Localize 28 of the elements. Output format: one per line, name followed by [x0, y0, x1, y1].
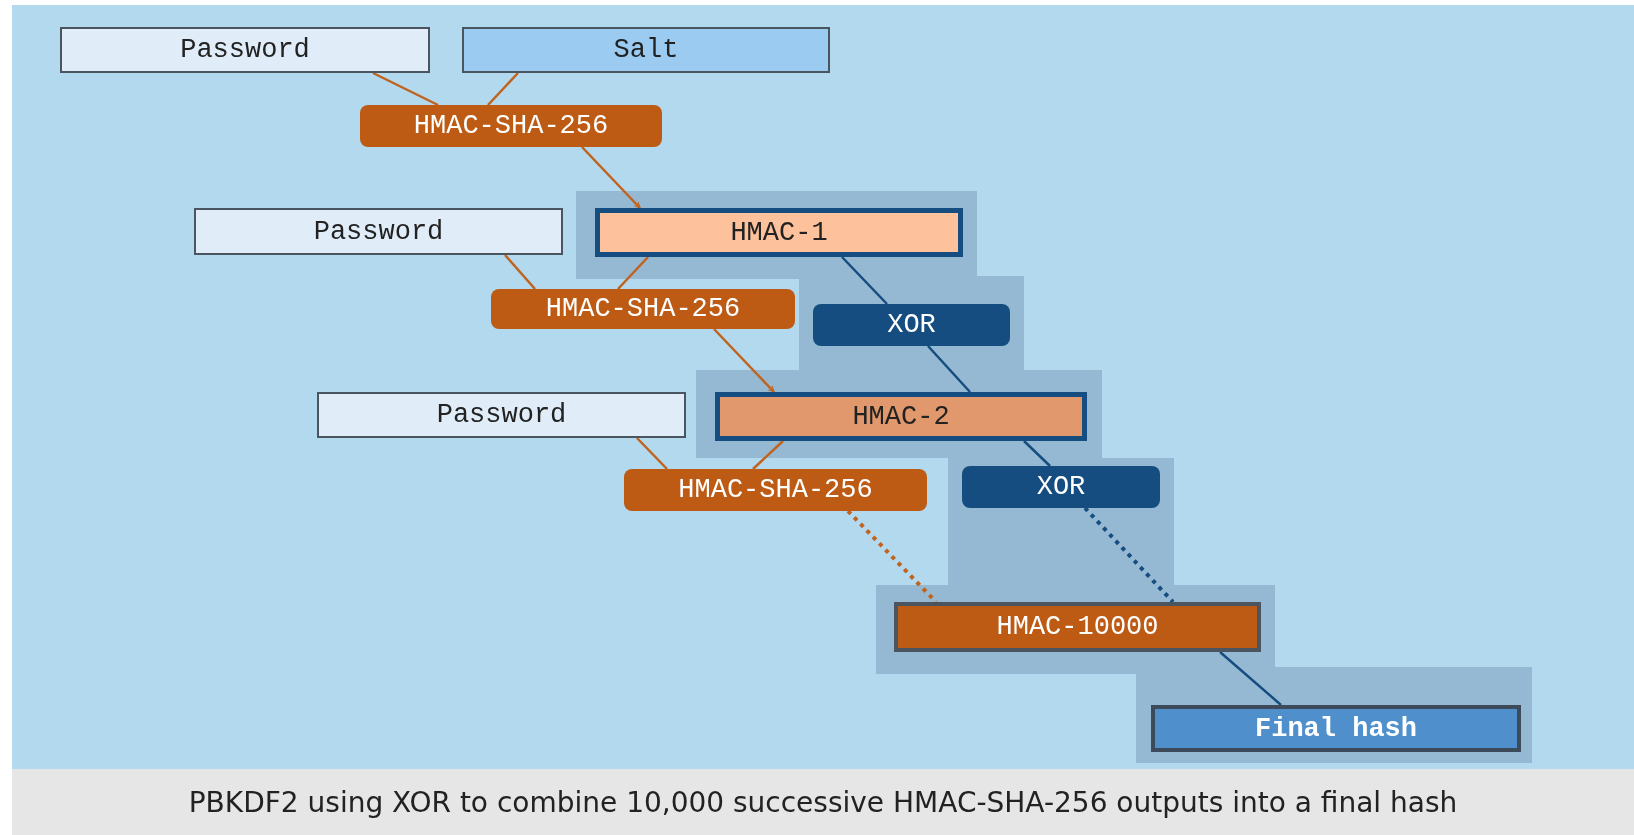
connector-line: [927, 345, 971, 393]
connector-line: [372, 71, 439, 107]
connector-line: [752, 440, 784, 470]
arrow: [713, 328, 775, 393]
connector-line: [1083, 506, 1175, 604]
output-box: HMAC-1: [595, 208, 963, 257]
connector-line: [1023, 440, 1051, 467]
connector-line: [846, 509, 938, 604]
input-box: Password: [317, 392, 686, 438]
connector-line: [617, 256, 649, 290]
xor-box: XOR: [962, 466, 1160, 508]
xor-box: XOR: [813, 304, 1010, 346]
input-box: Salt: [462, 27, 830, 73]
input-box: Password: [60, 27, 430, 73]
output-box: HMAC-10000: [894, 602, 1261, 652]
connector-line: [636, 437, 668, 470]
hash-function-box: HMAC-SHA-256: [360, 105, 662, 147]
input-box: Password: [194, 208, 563, 255]
caption: PBKDF2 using XOR to combine 10,000 successive HMAC-SHA-256 outputs into a final hash: [188, 785, 1458, 819]
hash-function-box: HMAC-SHA-256: [624, 469, 927, 511]
output-box: HMAC-2: [715, 392, 1087, 441]
connector-line: [487, 72, 519, 106]
connector-line: [841, 256, 888, 305]
result-box: Final hash: [1151, 705, 1521, 752]
arrow: [581, 146, 641, 209]
connector-line: [504, 254, 536, 290]
hash-function-box: HMAC-SHA-256: [491, 289, 795, 329]
connector-line: [1219, 651, 1282, 706]
